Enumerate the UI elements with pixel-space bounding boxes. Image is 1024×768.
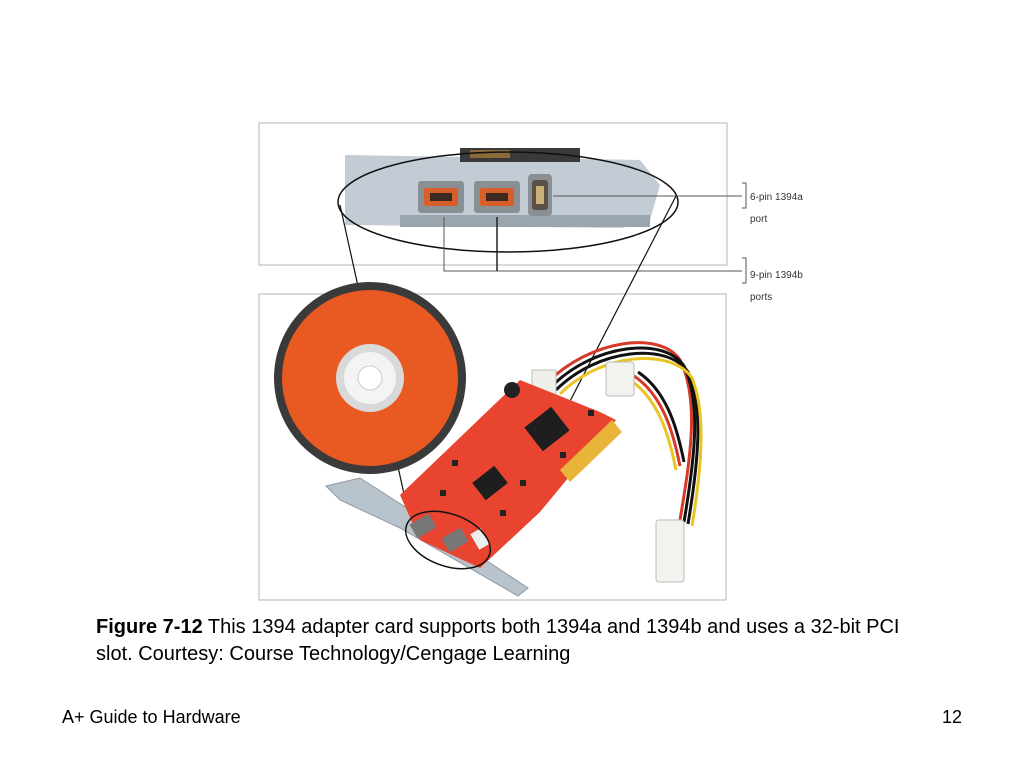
figure-caption: Figure 7-12 This 1394 adapter card suppo…	[96, 614, 926, 668]
page-number: 12	[941, 707, 962, 727]
figure-caption-label: Figure 7-12	[96, 616, 203, 638]
card-port-left	[409, 513, 437, 539]
pci-edge-connector	[560, 420, 622, 482]
secondary-chip	[472, 465, 508, 501]
closeup-port-9pin-left	[418, 181, 464, 213]
capacitor	[504, 382, 520, 398]
magnifier-ellipse	[337, 151, 679, 253]
card-port-6pin	[470, 528, 490, 550]
callout-6pin-label: 6-pin 1394a port	[750, 181, 803, 225]
power-cable	[546, 341, 703, 527]
callout-9pin-label: 9-pin 1394b ports	[750, 259, 803, 303]
figure-caption-text: This 1394 adapter card supports both 139…	[96, 616, 900, 665]
molex-connector-top	[605, 361, 635, 397]
callout-9pin-line1: 9-pin 1394b	[750, 270, 803, 281]
ports-highlight-ellipse	[404, 510, 492, 570]
driver-disc	[274, 282, 466, 474]
card-port-right	[441, 527, 469, 553]
callout-6pin-line1: 6-pin 1394a	[750, 192, 803, 203]
closeup-port-6pin	[528, 174, 552, 216]
callout-lines	[443, 182, 747, 284]
small-components	[440, 410, 594, 516]
footer-title: A+ Guide to Hardware	[62, 707, 241, 727]
callout-6pin-line2: port	[750, 214, 768, 225]
molex-connector-bottom	[655, 519, 685, 583]
closeup-port-9pin-right	[474, 181, 520, 213]
callout-9pin-line2: ports	[750, 292, 773, 303]
main-chip	[524, 406, 570, 452]
